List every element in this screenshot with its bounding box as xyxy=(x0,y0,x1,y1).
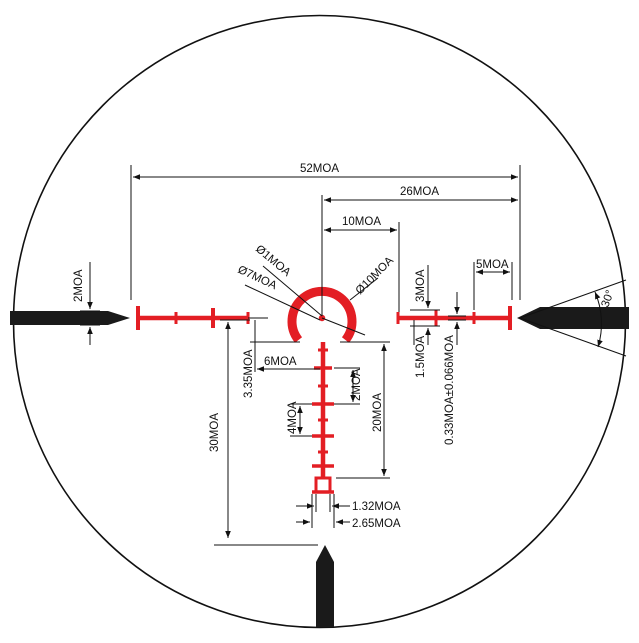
label-6moa: 6MOA xyxy=(264,356,297,368)
bottom-post xyxy=(316,545,334,627)
label-26moa: 26MOA xyxy=(400,186,439,198)
label-post-2moa: 2MOA xyxy=(73,269,85,302)
right-horizontal-bar xyxy=(396,306,512,330)
right-post xyxy=(517,307,629,329)
label-10moa: 10MOA xyxy=(342,216,381,228)
label-1-5moa: 1.5MOA xyxy=(415,335,427,378)
left-post xyxy=(10,311,130,325)
label-2-65moa: 2.65MOA xyxy=(352,518,401,530)
label-1-32moa: 1.32MOA xyxy=(352,501,401,513)
left-horizontal-bar xyxy=(136,306,250,330)
label-52moa: 52MOA xyxy=(300,163,339,175)
label-20moa: 20MOA xyxy=(372,393,384,432)
label-line-thickness: 0.33MOA±0.066MOA xyxy=(444,335,456,445)
label-3-35moa: 3.35MOA xyxy=(243,349,255,398)
label-2moa-vertical: 2MOA xyxy=(351,368,363,401)
label-ring-10moa: Ø10MOA xyxy=(354,255,397,298)
label-30moa: 30MOA xyxy=(209,413,221,452)
vertical-ladder xyxy=(312,342,334,494)
label-30-degrees: 30° xyxy=(600,289,617,309)
label-5moa: 5MOA xyxy=(476,259,509,271)
label-3moa: 3MOA xyxy=(415,269,427,302)
label-4moa: 4MOA xyxy=(287,401,299,434)
dimension-lines xyxy=(80,165,627,546)
